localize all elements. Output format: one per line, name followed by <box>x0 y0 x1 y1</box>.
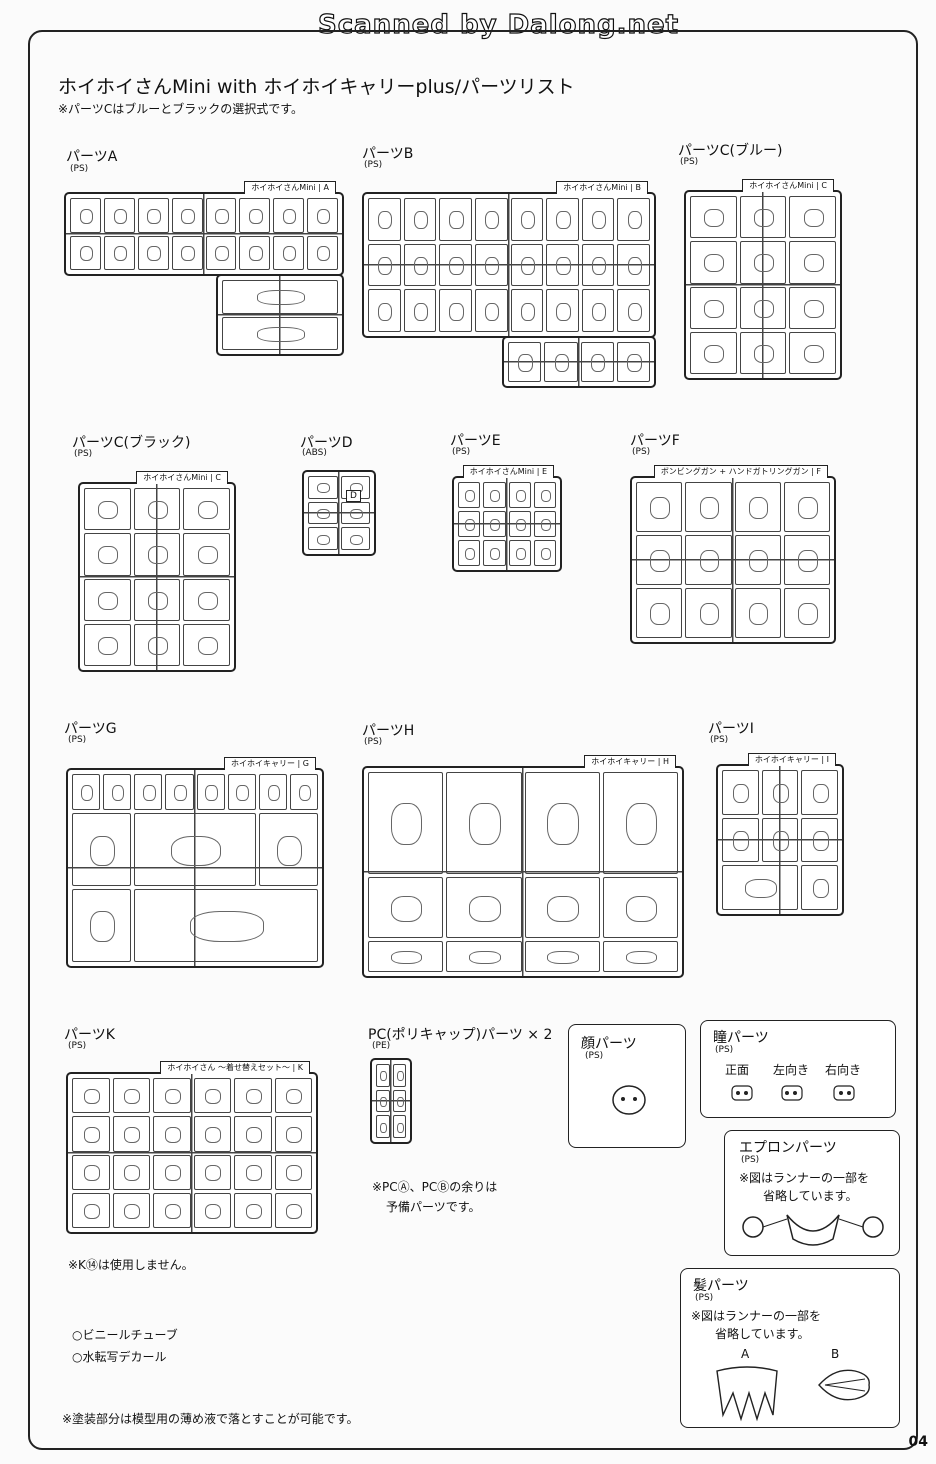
runner-e-tag: ホイホイさんMini | E <box>462 465 554 478</box>
eye-front-label: 正面 <box>725 1063 750 1077</box>
bottom-note: ※塗装部分は模型用の薄め液で落とすことが可能です。 <box>62 1412 359 1426</box>
runner-i: ホイホイキャリー | I <box>716 753 844 916</box>
hair-label: 髪パーツ <box>693 1278 749 1294</box>
runner-b-tag: ホイホイさんMini | B <box>556 181 648 194</box>
eyes-material: (PS) <box>715 1045 734 1055</box>
parts-h-material: (PS) <box>364 737 383 747</box>
parts-c-black-label: パーツC(ブラック) <box>72 435 191 451</box>
hair-b-icon <box>818 1369 870 1401</box>
hair-note-2: 省略しています。 <box>715 1327 810 1341</box>
runner-k-tag: ホイホイさん ～着せ替えセット～ | K <box>160 1061 310 1074</box>
scan-banner: Scanned by Dalong.net <box>317 9 680 40</box>
hair-a-icon <box>716 1366 778 1422</box>
eye-parts-box: 瞳パーツ (PS) 正面 左向き 右向き <box>700 1020 896 1118</box>
hair-material: (PS) <box>695 1293 714 1303</box>
apron-icon <box>742 1214 884 1246</box>
face-icon <box>612 1085 646 1115</box>
parts-h-label: パーツH <box>362 723 415 739</box>
runner-c-blue: ホイホイさんMini | C <box>684 179 842 380</box>
runner-h: ホイホイキャリー | H <box>362 755 684 978</box>
runner-c-blue-tag: ホイホイさんMini | C <box>742 179 834 192</box>
runner-a-tag: ホイホイさんMini | A <box>244 181 336 194</box>
runner-b-lower <box>502 336 656 388</box>
hair-parts-box: 髪パーツ (PS) ※図はランナーの一部を 省略しています。 A B <box>680 1268 900 1428</box>
runner-a: ホイホイさんMini | A <box>64 181 344 276</box>
runner-e: ホイホイさんMini | E <box>452 465 562 572</box>
parts-c-blue-label: パーツC(ブルー) <box>678 143 783 159</box>
parts-k-material: (PS) <box>68 1041 87 1051</box>
apron-note-2: 省略しています。 <box>763 1189 858 1203</box>
eye-left-label: 左向き <box>773 1063 810 1077</box>
runner-i-tag: ホイホイキャリー | I <box>747 753 836 766</box>
page-title: ホイホイさんMini with ホイホイキャリーplus/パーツリスト <box>58 76 575 98</box>
parts-i-label: パーツI <box>708 721 754 737</box>
parts-k-label: パーツK <box>64 1027 115 1043</box>
page-note: ※パーツCはブルーとブラックの選択式です。 <box>58 102 303 116</box>
parts-a-label: パーツA <box>66 149 118 165</box>
page-number: 04 <box>908 1434 928 1450</box>
extra-vinyl-tube: ○ビニールチューブ <box>72 1328 178 1342</box>
eye-right-icon <box>833 1085 855 1101</box>
parts-g-material: (PS) <box>68 735 87 745</box>
hair-note-1: ※図はランナーの一部を <box>691 1309 822 1323</box>
parts-a-material: (PS) <box>70 164 89 174</box>
eye-left-icon <box>781 1085 803 1101</box>
apron-note-1: ※図はランナーの一部を <box>739 1171 870 1185</box>
hair-b-label: B <box>831 1347 840 1361</box>
parts-b-material: (PS) <box>364 160 383 170</box>
runner-c-black: ホイホイさんMini | C <box>78 471 236 672</box>
runner-d <box>302 470 376 556</box>
runner-f: ボンビングガン + ハンドガトリングガン | F <box>630 465 836 644</box>
runner-b: ホイホイさんMini | B <box>362 181 656 338</box>
runner-f-tag: ボンビングガン + ハンドガトリングガン | F <box>653 465 828 478</box>
runner-g: ホイホイキャリー | G <box>66 757 324 968</box>
runner-a-lower <box>216 274 344 356</box>
eye-front-icon <box>731 1085 753 1101</box>
pc-material: (PE) <box>372 1041 391 1051</box>
pc-note-2: 予備パーツです。 <box>386 1200 481 1214</box>
apron-label: エプロンパーツ <box>739 1140 837 1156</box>
runner-g-tag: ホイホイキャリー | G <box>224 757 316 770</box>
pc-note-1: ※PCⒶ、PCⒷの余りは <box>372 1180 498 1194</box>
apron-material: (PS) <box>741 1155 760 1165</box>
apron-parts-box: エプロンパーツ (PS) ※図はランナーの一部を 省略しています。 <box>724 1130 900 1256</box>
pc-label: PC(ポリキャップ)パーツ × 2 <box>368 1027 553 1043</box>
runner-d-tag: D <box>346 490 361 502</box>
parts-i-material: (PS) <box>710 735 729 745</box>
face-material: (PS) <box>585 1051 604 1061</box>
parts-d-label: パーツD <box>300 435 353 451</box>
eye-right-label: 右向き <box>825 1063 862 1077</box>
parts-c-blue-material: (PS) <box>680 157 699 167</box>
face-label: 顔パーツ <box>581 1036 637 1052</box>
k-note: ※K⑭は使用しません。 <box>68 1258 194 1272</box>
hair-a-label: A <box>741 1347 750 1361</box>
parts-g-label: パーツG <box>64 721 117 737</box>
parts-d-material: (ABS) <box>302 448 327 458</box>
extra-decal: ○水転写デカール <box>72 1350 167 1364</box>
runner-c-black-tag: ホイホイさんMini | C <box>136 471 228 484</box>
face-parts-box: 顔パーツ (PS) <box>568 1024 686 1148</box>
runner-pc <box>370 1058 412 1144</box>
eyes-label: 瞳パーツ <box>713 1030 769 1046</box>
page-frame <box>28 30 918 1450</box>
parts-e-label: パーツE <box>450 433 501 449</box>
parts-b-label: パーツB <box>362 146 414 162</box>
runner-k: ホイホイさん ～着せ替えセット～ | K <box>66 1061 318 1234</box>
parts-e-material: (PS) <box>452 447 471 457</box>
runner-h-tag: ホイホイキャリー | H <box>584 755 676 768</box>
parts-c-black-material: (PS) <box>74 449 93 459</box>
parts-f-material: (PS) <box>632 447 651 457</box>
parts-f-label: パーツF <box>630 433 680 449</box>
